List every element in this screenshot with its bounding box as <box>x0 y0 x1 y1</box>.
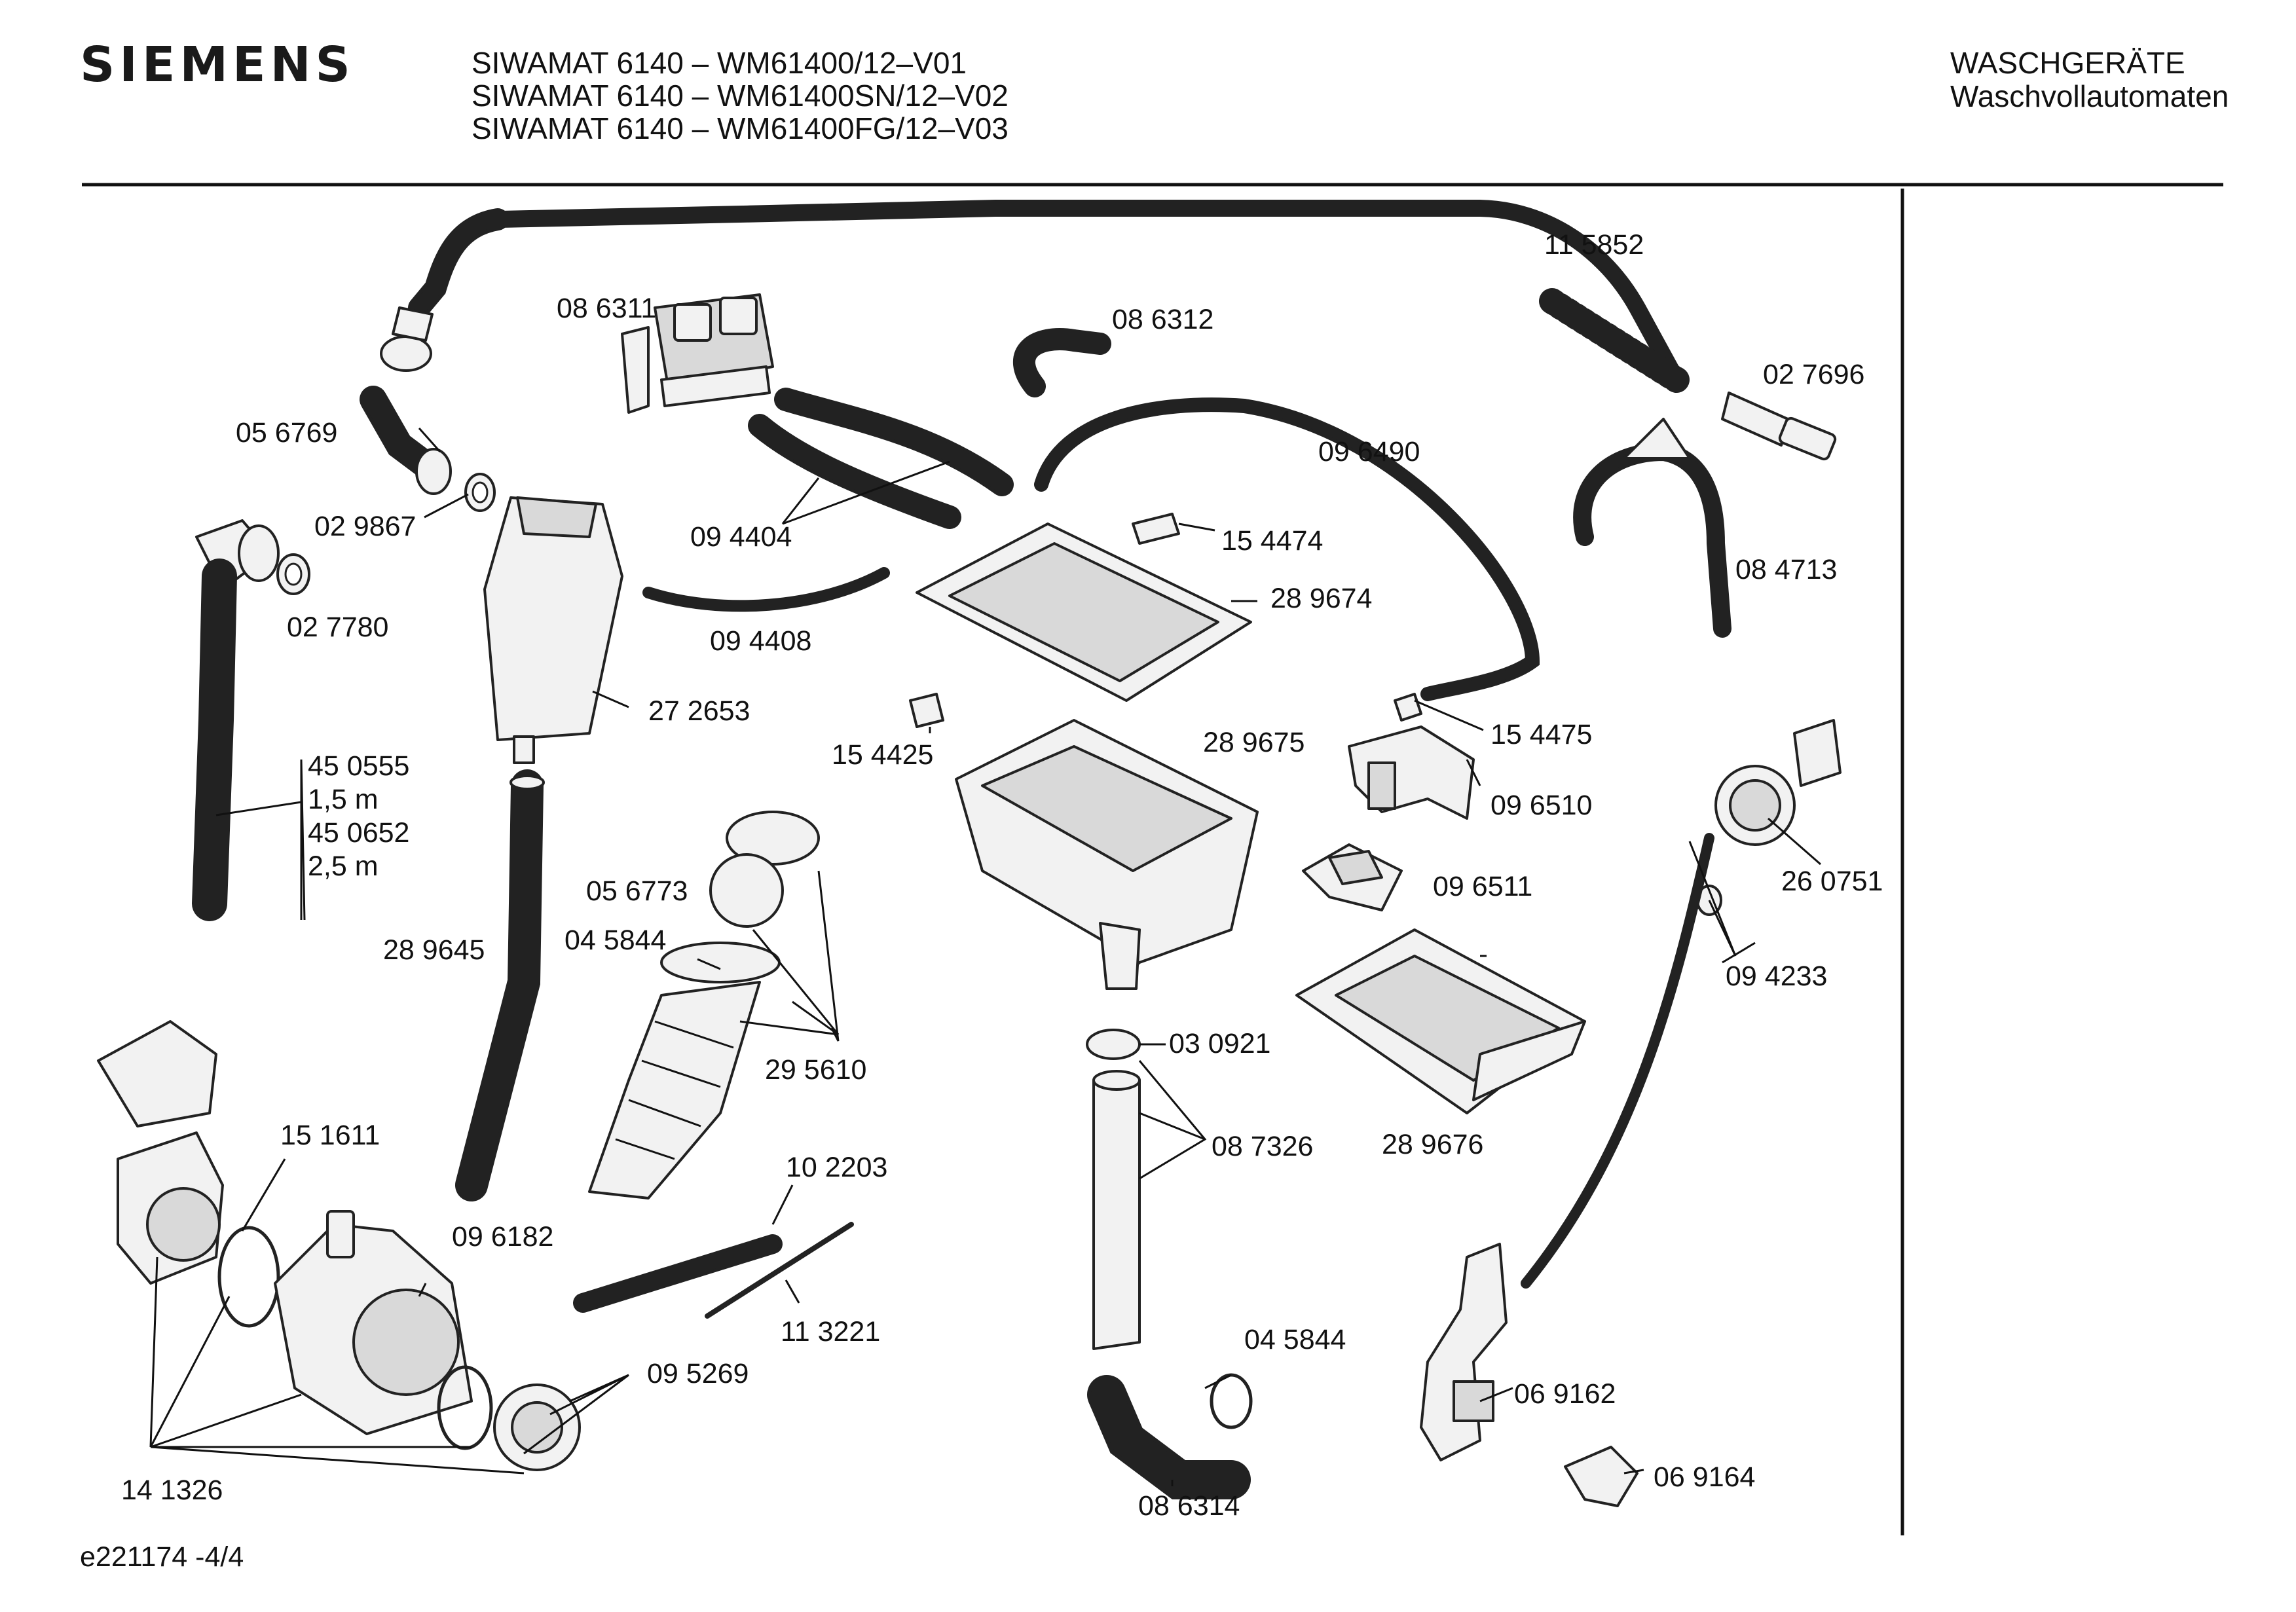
hose-11-5852 <box>380 200 1690 393</box>
model-line-3: SIWAMAT 6140 – WM61400FG/12–V03 <box>472 111 1009 145</box>
label-09-6510: 09 6510 <box>1491 790 1592 821</box>
label-09-6182: 09 6182 <box>452 1221 553 1253</box>
label-09-4408: 09 4408 <box>710 625 811 657</box>
label-10-2203: 10 2203 <box>786 1152 887 1183</box>
label-15-1611: 15 1611 <box>280 1120 380 1151</box>
category-subtitle: Waschvollautomaten <box>1950 79 2229 113</box>
label-45-0652: 45 0652 <box>308 817 409 849</box>
leader-lines <box>149 428 1821 1486</box>
plug-06-9164 <box>1564 1446 1639 1507</box>
label-08-6312: 08 6312 <box>1112 304 1213 335</box>
category-title: WASCHGERÄTE <box>1950 46 2185 80</box>
label-08-7326: 08 7326 <box>1212 1131 1313 1162</box>
label-45-0555: 45 0555 <box>308 750 409 782</box>
tube-08-7326 <box>1086 1029 1141 1350</box>
label-15-4474: 15 4474 <box>1221 525 1323 557</box>
bracket-06-9162 <box>1420 1243 1508 1461</box>
model-line-1: SIWAMAT 6140 – WM61400/12–V01 <box>472 46 967 80</box>
label-28-9676: 28 9676 <box>1382 1129 1483 1160</box>
label-08-4713: 08 4713 <box>1735 554 1837 585</box>
label-27-2653: 27 2653 <box>648 695 750 727</box>
part-drawings <box>97 200 1842 1507</box>
plug-02-7696 <box>1721 392 1837 461</box>
hose-coupling-ring <box>380 335 432 372</box>
cover-28-9674 <box>916 522 1252 702</box>
seal-ring-15-1611 <box>217 1226 280 1328</box>
tray-28-9675 <box>955 719 1259 990</box>
label-09-4404: 09 4404 <box>690 521 792 553</box>
pump-assembly <box>97 1020 581 1471</box>
label-02-7780: 02 7780 <box>287 612 388 643</box>
label-02-7696: 02 7696 <box>1763 359 1864 390</box>
model-line-2: SIWAMAT 6140 – WM61400SN/12–V02 <box>472 79 1009 113</box>
label-28-9645: 28 9645 <box>383 934 485 966</box>
label-06-9164: 06 9164 <box>1654 1461 1755 1493</box>
label-02-9867: 02 9867 <box>314 511 416 542</box>
switch-09-6511 <box>1302 843 1403 911</box>
connector-15-4475 <box>1394 693 1422 722</box>
label-28-9674: 28 9674 <box>1270 583 1372 614</box>
label-05-6769: 05 6769 <box>236 417 337 449</box>
label-08-6314: 08 6314 <box>1138 1490 1240 1522</box>
label-09-5269: 09 5269 <box>647 1358 749 1389</box>
label-15-4425: 15 4425 <box>832 739 933 771</box>
label-03-0921: 03 0921 <box>1169 1028 1270 1059</box>
tank-27-2653 <box>483 496 623 764</box>
label-06-9162: 06 9162 <box>1514 1378 1616 1410</box>
label-11-3221: 11 3221 <box>781 1316 880 1347</box>
label-04-5844-b: 04 5844 <box>1244 1324 1346 1355</box>
label-15-4475: 15 4475 <box>1491 719 1592 750</box>
brand-logo: SIEMENS <box>80 37 355 93</box>
label-08-6311: 08 6311 <box>557 293 656 324</box>
holder-09-6510 <box>1348 725 1475 820</box>
seal-03-0921 <box>1086 1029 1141 1060</box>
label-14-1326: 14 1326 <box>121 1475 223 1506</box>
label-05-6773: 05 6773 <box>586 875 688 907</box>
header: SIEMENS SIWAMAT 6140 – WM61400/12–V01 SI… <box>80 37 2229 145</box>
label-1-5-m: 1,5 m <box>308 784 379 815</box>
label-11-5852: 11 5852 <box>1544 229 1644 261</box>
label-29-5610: 29 5610 <box>765 1054 866 1086</box>
label-09-6490: 09 6490 <box>1318 436 1420 467</box>
seal-ring-09-5269 <box>437 1365 493 1450</box>
label-26-0751: 26 0751 <box>1781 866 1883 897</box>
label-04-5844: 04 5844 <box>565 925 666 956</box>
part-labels: 11 5852 08 6311 08 6312 02 7696 05 6769 … <box>121 229 1883 1522</box>
drawer-28-9676 <box>1295 928 1586 1114</box>
nozzle-15-4425 <box>909 693 944 728</box>
drawing-id: e221174 -4/4 <box>80 1541 244 1573</box>
label-09-4233: 09 4233 <box>1726 961 1827 992</box>
bellows-29-5610 <box>588 811 820 1200</box>
valve-08-6311 <box>621 293 774 414</box>
drain-hose-45-0555 <box>192 519 280 921</box>
clip-15-4474 <box>1132 513 1180 545</box>
label-28-9675: 28 9675 <box>1203 727 1305 758</box>
label-2-5-m: 2,5 m <box>308 851 379 882</box>
label-09-6511: 09 6511 <box>1433 871 1532 902</box>
rod-11-3221 <box>705 1222 854 1319</box>
